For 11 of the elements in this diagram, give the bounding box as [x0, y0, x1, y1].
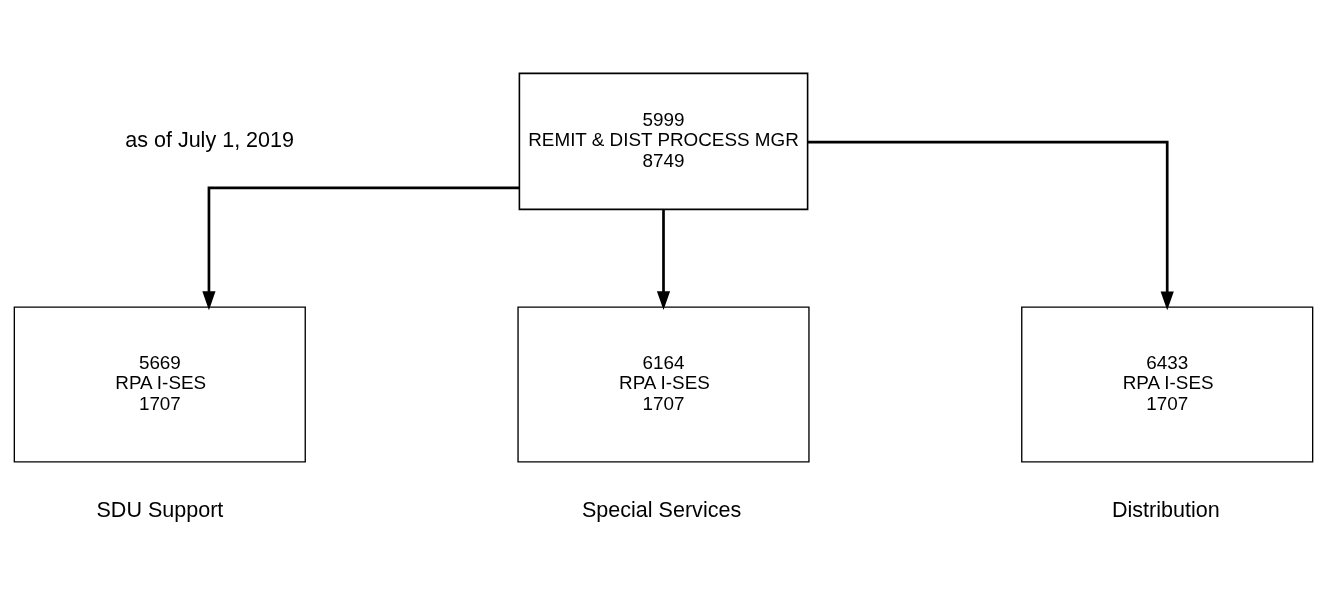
node-label: Special Services	[582, 497, 742, 522]
node-box: 6433 RPA I-SES 1707	[1021, 306, 1314, 463]
label: as of July 1, 2019	[125, 127, 295, 152]
node-box: 5669 RPA I-SES 1707	[13, 306, 306, 463]
node-label: SDU Support	[96, 497, 224, 522]
arrow	[202, 186, 520, 311]
arrow	[807, 140, 1174, 311]
node-label: Distribution	[1111, 497, 1220, 522]
arrow	[656, 209, 671, 311]
node-box: 5999 REMIT & DIST PROCESS MGR 8749	[518, 72, 809, 211]
node-box: 6164 RPA I-SES 1707	[517, 306, 810, 463]
